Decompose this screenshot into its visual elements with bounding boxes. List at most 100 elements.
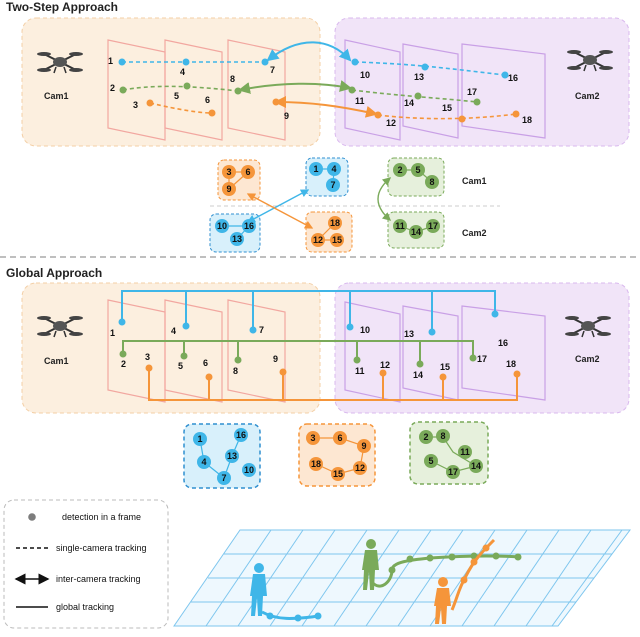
global-cam1-region: [21, 282, 321, 414]
two-step-labels: 1 2 3 4 5 6 7 8 9 10 11 12 13 14 15 16 1…: [108, 56, 532, 128]
blue-inter-camera-arrow: [266, 41, 352, 62]
svg-text:16: 16: [244, 221, 254, 231]
svg-text:17: 17: [467, 87, 477, 97]
green-association-arrow: [377, 177, 392, 221]
orange-association-arrow: [246, 193, 314, 229]
cluster-blue-cam1: 1 4 7: [305, 157, 349, 197]
svg-text:11: 11: [355, 366, 365, 376]
svg-text:5: 5: [428, 456, 433, 466]
global-cluster-blue: 1 16 4 13 7 10: [183, 423, 261, 489]
svg-text:3: 3: [310, 433, 315, 443]
svg-text:12: 12: [313, 235, 323, 245]
svg-text:3: 3: [145, 352, 150, 362]
global-cam2-label: Cam2: [575, 354, 600, 364]
svg-text:14: 14: [471, 461, 481, 471]
global-title: Global Approach: [6, 266, 102, 280]
svg-text:10: 10: [217, 221, 227, 231]
global-cam1-frames: [107, 299, 286, 403]
svg-text:1: 1: [313, 164, 318, 174]
global-cluster-orange: 3 6 9 18 15 12: [298, 423, 376, 487]
svg-text:11: 11: [395, 221, 405, 231]
legend-inter-text: inter-camera tracking: [56, 574, 141, 584]
global-detections: [118, 310, 521, 381]
green-inter-camera-arrow: [238, 80, 352, 94]
svg-text:18: 18: [330, 218, 340, 228]
svg-text:5: 5: [178, 361, 183, 371]
legend-box: [3, 499, 169, 629]
cluster-orange-cam1: 3 6 9: [217, 159, 261, 201]
svg-text:18: 18: [311, 459, 321, 469]
two-step-title: Two-Step Approach: [6, 0, 118, 14]
cam1-region: [21, 17, 321, 147]
svg-text:7: 7: [270, 65, 275, 75]
global-blue-tracking: [121, 290, 496, 332]
svg-text:15: 15: [332, 235, 342, 245]
global-cam1-label: Cam1: [44, 356, 69, 366]
svg-text:10: 10: [360, 325, 370, 335]
cluster-green-cam2: 11 14 17: [387, 211, 445, 249]
svg-text:18: 18: [522, 115, 532, 125]
svg-text:16: 16: [236, 430, 246, 440]
global-cluster-green: 2 8 11 5 17 14: [409, 421, 489, 485]
svg-text:14: 14: [413, 370, 423, 380]
svg-text:13: 13: [404, 329, 414, 339]
svg-text:14: 14: [404, 98, 414, 108]
cluster-orange-cam2: 18 12 15: [305, 211, 353, 253]
svg-text:14: 14: [411, 227, 421, 237]
svg-text:2: 2: [121, 359, 126, 369]
svg-text:15: 15: [440, 362, 450, 372]
svg-text:6: 6: [205, 95, 210, 105]
svg-text:16: 16: [498, 338, 508, 348]
blue-track-cam2: [354, 61, 506, 76]
svg-text:13: 13: [232, 234, 242, 244]
orange-person-icon: [434, 577, 451, 624]
svg-text:17: 17: [477, 354, 487, 364]
svg-text:15: 15: [442, 103, 452, 113]
svg-text:2: 2: [110, 83, 115, 93]
green-person-icon: [362, 539, 379, 590]
svg-text:5: 5: [174, 91, 179, 101]
two-step-detections: [118, 58, 520, 123]
cam1-label: Cam1: [44, 91, 69, 101]
green-trajectory-points: [388, 552, 522, 574]
cam2-label: Cam2: [575, 91, 600, 101]
svg-text:9: 9: [361, 441, 366, 451]
svg-text:3: 3: [133, 100, 138, 110]
cluster-cam1-label: Cam1: [462, 176, 487, 186]
svg-text:13: 13: [414, 72, 424, 82]
green-track-cam1: [122, 85, 239, 92]
svg-text:7: 7: [259, 325, 264, 335]
svg-text:10: 10: [360, 70, 370, 80]
legend-single-text: single-camera tracking: [56, 543, 147, 553]
svg-text:2: 2: [397, 165, 402, 175]
legend-global-text: global tracking: [56, 602, 114, 612]
blue-person-icon: [250, 563, 267, 616]
svg-text:9: 9: [273, 354, 278, 364]
svg-text:6: 6: [337, 433, 342, 443]
svg-text:4: 4: [331, 164, 336, 174]
cam2-region: [334, 17, 630, 147]
global-orange-tracking: [148, 368, 518, 401]
svg-text:8: 8: [429, 177, 434, 187]
svg-text:8: 8: [230, 74, 235, 84]
global-labels: 1 2 3 4 5 6 7 8 9 10 11 12 13 14 15 16 1…: [110, 325, 516, 380]
svg-text:9: 9: [284, 111, 289, 121]
svg-text:17: 17: [428, 221, 438, 231]
legend-detection-text: detection in a frame: [62, 512, 141, 522]
svg-text:4: 4: [171, 326, 176, 336]
svg-text:16: 16: [508, 73, 518, 83]
svg-text:12: 12: [355, 463, 365, 473]
svg-text:18: 18: [506, 359, 516, 369]
cam1-frames: [107, 39, 286, 141]
svg-text:6: 6: [245, 167, 250, 177]
ground-grid: [173, 529, 631, 627]
svg-text:17: 17: [448, 467, 458, 477]
svg-text:1: 1: [110, 328, 115, 338]
cluster-green-cam1: 2 5 8: [387, 157, 445, 197]
svg-text:4: 4: [201, 457, 206, 467]
svg-text:7: 7: [330, 180, 335, 190]
svg-text:1: 1: [197, 434, 202, 444]
svg-text:13: 13: [227, 451, 237, 461]
